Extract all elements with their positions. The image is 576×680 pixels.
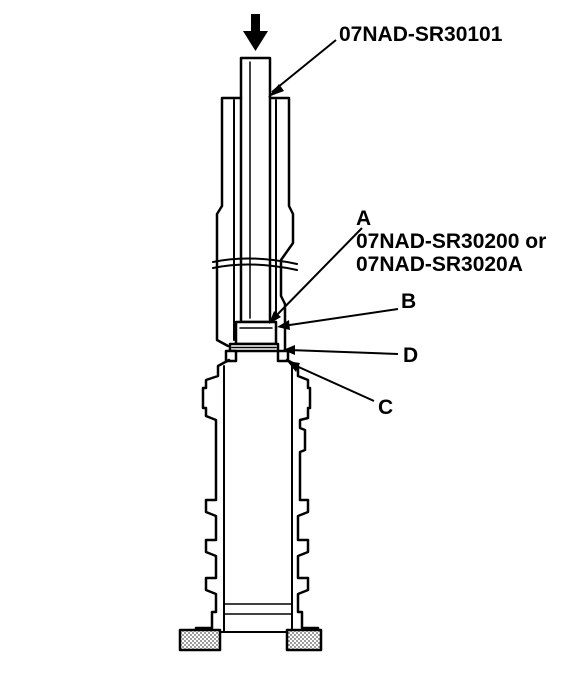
down-arrow-icon — [243, 14, 268, 51]
support-block-left — [178, 628, 222, 652]
driver-rod — [239, 56, 272, 324]
washer-c — [224, 349, 290, 363]
seal-d — [228, 342, 280, 353]
lower-body — [194, 358, 320, 636]
upper-housing — [212, 96, 298, 354]
part-a-tool-line1: 07NAD-SR30200 or — [356, 230, 547, 253]
attachment-a — [234, 320, 278, 346]
leader-a — [269, 227, 363, 324]
support-block-right — [285, 628, 323, 652]
part-c-label: C — [378, 396, 394, 419]
part-b-label: B — [401, 290, 417, 313]
leader-driver-tool — [268, 39, 337, 97]
part-a-tool-line2: 07NAD-SR3020A — [356, 253, 523, 276]
part-d-label: D — [403, 344, 419, 367]
leader-c — [287, 361, 375, 402]
part-a-letter: A — [356, 207, 372, 230]
driver-tool-label: 07NAD-SR30101 — [339, 23, 503, 46]
leader-b — [277, 308, 399, 330]
leader-d — [283, 345, 399, 355]
